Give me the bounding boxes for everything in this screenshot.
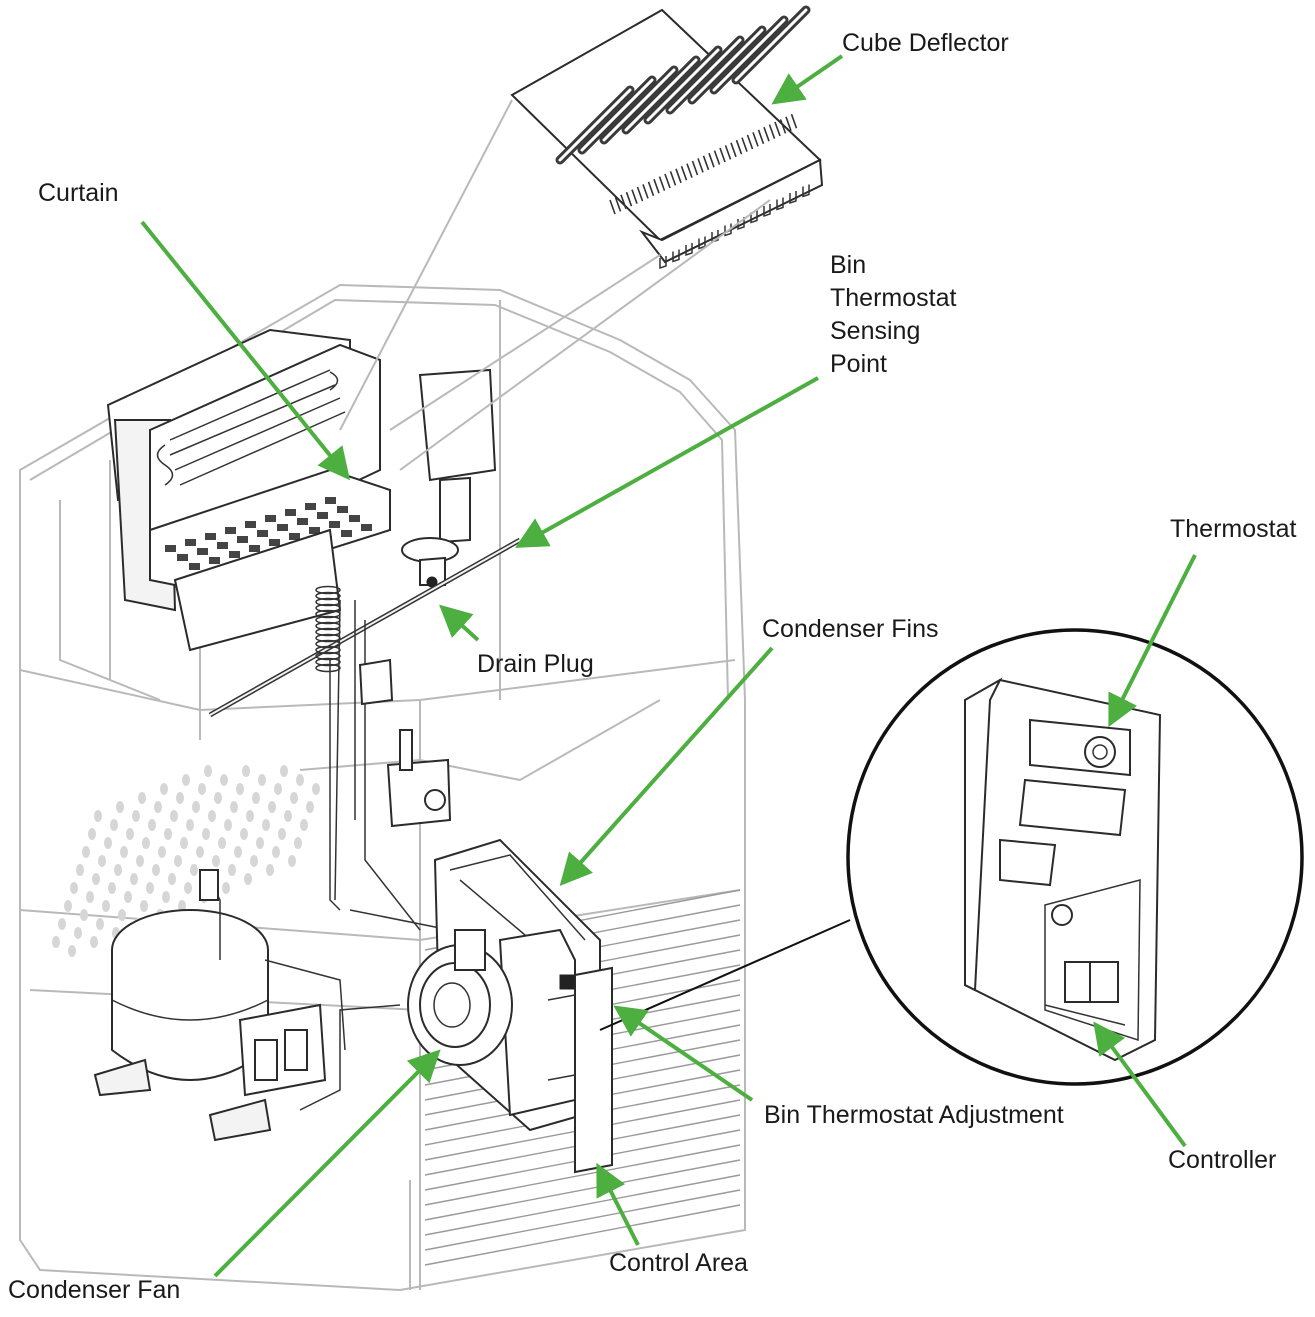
- label-bin-thermostat-sensing-point: Bin Thermostat Sensing Point: [830, 249, 956, 381]
- evaporator-assembly: [106, 328, 522, 931]
- arrow-curtain: [140, 220, 351, 481]
- label-drain-plug: Drain Plug: [477, 650, 594, 678]
- arrow-thermostat: [1108, 554, 1197, 728]
- arrow-bin-thermostat-sensing-point: [515, 376, 819, 548]
- label-controller: Controller: [1168, 1146, 1277, 1174]
- label-condenser-fins: Condenser Fins: [762, 615, 939, 643]
- arrow-bin-thermostat-adjustment: [613, 1005, 754, 1102]
- cube-deflector: [339, 5, 824, 471]
- controller-zoom: [599, 628, 1304, 1086]
- label-bin-thermostat-adjustment: Bin Thermostat Adjustment: [764, 1101, 1064, 1129]
- label-bin-thermostat-sensing-point-line-2: Thermostat: [830, 284, 957, 312]
- arrow-controller: [1093, 1021, 1187, 1148]
- compressor: [93, 869, 346, 1142]
- label-control-area: Control Area: [609, 1249, 748, 1277]
- arrow-condenser-fan: [213, 1049, 441, 1278]
- arrow-control-area: [596, 1162, 640, 1246]
- label-thermostat: Thermostat: [1170, 515, 1297, 543]
- label-curtain: Curtain: [38, 179, 119, 207]
- callout-arrows: [140, 54, 1197, 1278]
- arrow-condenser-fins: [559, 646, 774, 886]
- label-cube-deflector: Cube Deflector: [842, 29, 1009, 57]
- label-bin-thermostat-sensing-point-line-1: Bin: [830, 251, 867, 279]
- condenser-unit: [299, 838, 613, 1174]
- arrow-drain-plug: [439, 604, 480, 642]
- label-bin-thermostat-sensing-point-line-4: Point: [830, 350, 887, 378]
- label-condenser-fan: Condenser Fan: [8, 1276, 181, 1304]
- label-bin-thermostat-sensing-point-line-3: Sensing: [830, 317, 921, 345]
- arrow-cube-deflector: [771, 54, 844, 105]
